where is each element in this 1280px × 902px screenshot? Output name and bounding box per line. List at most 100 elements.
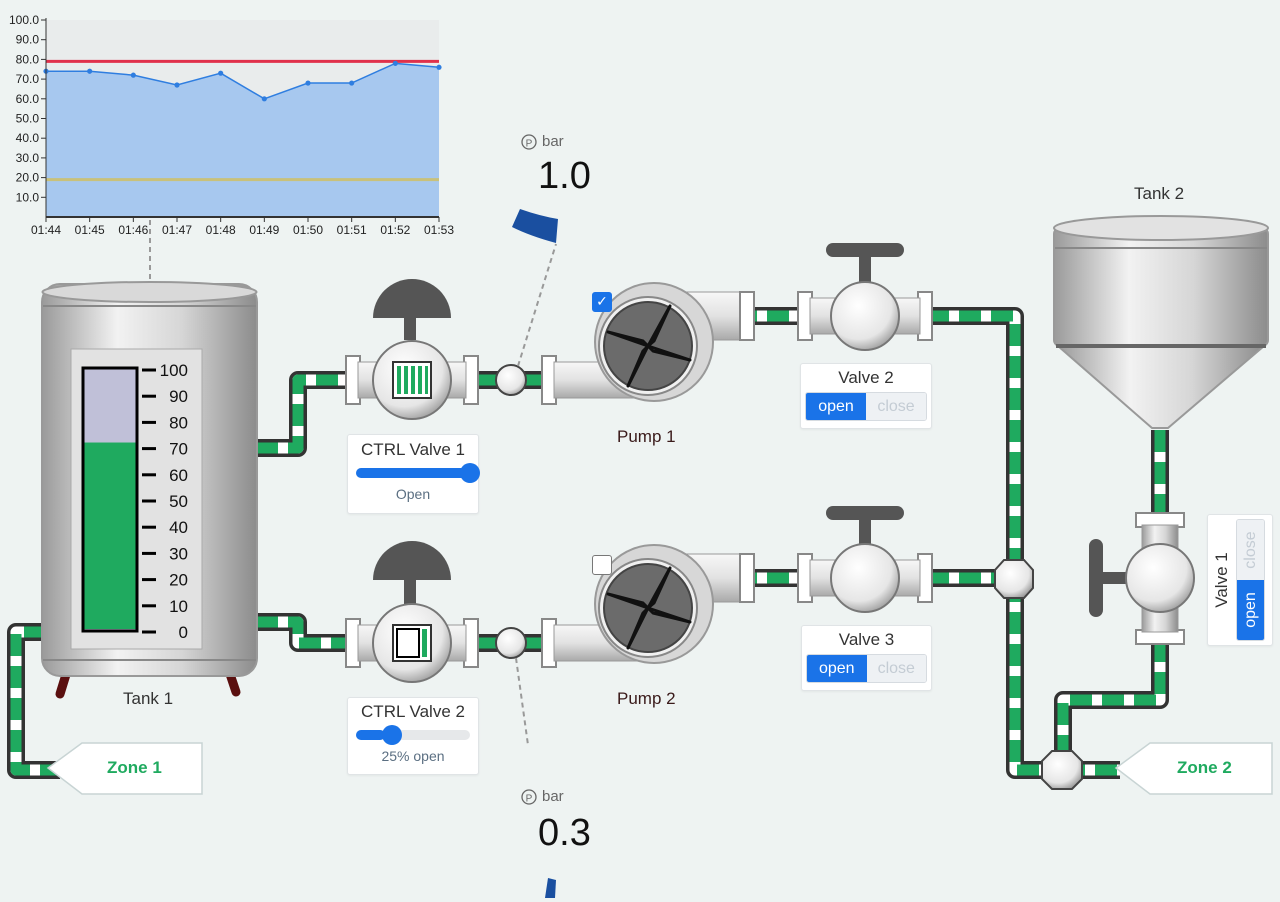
ctrl-valve-1-slider-knob[interactable] bbox=[460, 463, 480, 483]
pump-2[interactable] bbox=[553, 544, 743, 664]
gauge-1-arc bbox=[512, 209, 558, 243]
tank-1-scale-label: 30 bbox=[169, 544, 188, 563]
tank-1-scale-label: 50 bbox=[169, 492, 188, 511]
zone-2-label: Zone 2 bbox=[1177, 758, 1232, 777]
tank-1-scale-label: 100 bbox=[160, 361, 188, 380]
ctrl-valve-2-body[interactable] bbox=[345, 541, 479, 683]
tank-2-label: Tank 2 bbox=[1134, 184, 1185, 203]
chart-y-tick-label: 70.0 bbox=[16, 72, 40, 86]
ctrl-valve-1-status: Open bbox=[395, 486, 431, 502]
ctrl-valve-2-status: 25% open bbox=[381, 748, 445, 764]
chart-y-tick-label: 90.0 bbox=[16, 33, 40, 47]
pipe-junction-1 bbox=[994, 559, 1034, 599]
chart-point bbox=[349, 80, 355, 86]
pump-1-impeller-icon bbox=[606, 304, 692, 388]
valve-2-open-button[interactable]: open bbox=[806, 393, 866, 420]
pressure-sensor-2[interactable] bbox=[495, 627, 529, 746]
chart-point bbox=[87, 68, 93, 74]
chart-y-tick-label: 80.0 bbox=[16, 52, 40, 66]
tank-2[interactable] bbox=[1053, 215, 1269, 429]
tank-1-scale-label: 10 bbox=[169, 597, 188, 616]
ctrl-valve-2-slider[interactable] bbox=[356, 725, 470, 745]
valve-3-body[interactable] bbox=[797, 506, 933, 613]
valve-3-title: Valve 3 bbox=[838, 630, 895, 649]
chart-x-tick-label: 01:51 bbox=[337, 223, 367, 237]
ctrl-valve-2-card: CTRL Valve 2 25% open bbox=[347, 697, 479, 775]
valve-3-close-button[interactable]: close bbox=[866, 655, 926, 682]
chart-point bbox=[436, 64, 442, 70]
tank-1-label: Tank 1 bbox=[123, 689, 174, 708]
ctrl-valve-1-title: CTRL Valve 1 bbox=[361, 440, 465, 459]
valve-2-close-button[interactable]: close bbox=[866, 393, 926, 420]
pressure-sensor-1[interactable] bbox=[495, 243, 557, 396]
valve-3-card: Valve 3 open close bbox=[801, 625, 932, 691]
valve-2-title: Valve 2 bbox=[838, 368, 894, 387]
chart-point bbox=[261, 96, 267, 102]
ctrl-valve-1-card: CTRL Valve 1 Open bbox=[347, 434, 480, 514]
gauge-2-p-icon bbox=[521, 789, 537, 805]
chart-point bbox=[174, 82, 180, 88]
valve-1-toggle: open close bbox=[1236, 519, 1265, 641]
ctrl-valve-1-slider[interactable] bbox=[356, 463, 480, 483]
tank-1-scale-label: 40 bbox=[169, 518, 188, 537]
chart-point bbox=[392, 60, 398, 66]
tank-1-scale-label: 80 bbox=[169, 413, 188, 432]
pump-2-label: Pump 2 bbox=[617, 689, 676, 708]
ctrl-valve-2-slider-knob[interactable] bbox=[382, 725, 402, 745]
gauge-2-unit: bar bbox=[542, 788, 564, 805]
valve-1-open-button[interactable]: open bbox=[1237, 580, 1264, 640]
valve-1-card: Valve 1 open close bbox=[1207, 514, 1273, 646]
chart-series-line bbox=[46, 62, 440, 100]
valve-1-close-button[interactable]: close bbox=[1237, 520, 1264, 580]
chart-y-tick-label: 10.0 bbox=[16, 190, 40, 204]
pump-2-enable-checkbox[interactable] bbox=[592, 555, 612, 575]
gauge-2-arc bbox=[545, 878, 556, 898]
chart-y-tick-label: 30.0 bbox=[16, 151, 40, 165]
tank-1-scale-label: 90 bbox=[169, 387, 188, 406]
ctrl-valve-2-slider-fill bbox=[356, 730, 385, 740]
chart-x-tick-label: 01:50 bbox=[293, 223, 323, 237]
chart-x-tick-label: 01:45 bbox=[75, 223, 105, 237]
pump-1[interactable] bbox=[553, 282, 743, 402]
chart-y-tick-label: 40.0 bbox=[16, 131, 40, 145]
tank-1-scale-label: 20 bbox=[169, 571, 188, 590]
valve-1-body[interactable] bbox=[1089, 512, 1195, 645]
chart-y-tick-label: 20.0 bbox=[16, 171, 40, 185]
zone-1-tag[interactable] bbox=[46, 742, 203, 795]
gauge-1-p-icon bbox=[521, 134, 537, 150]
chart-x-tick-label: 01:47 bbox=[162, 223, 192, 237]
svg-text:P: P bbox=[526, 139, 533, 150]
chart-x-tick-label: 01:53 bbox=[424, 223, 454, 237]
chart-point bbox=[130, 72, 136, 78]
pump-1-label: Pump 1 bbox=[617, 427, 676, 446]
chart-x-tick-label: 01:49 bbox=[249, 223, 279, 237]
valve-3-toggle: open close bbox=[806, 654, 927, 683]
gauge-1-unit: bar bbox=[542, 133, 564, 150]
chart-x-tick-label: 01:48 bbox=[206, 223, 236, 237]
valve-3-open-button[interactable]: open bbox=[807, 655, 867, 682]
tank-1-scale-label: 60 bbox=[169, 466, 188, 485]
ctrl-valve-1-slider-fill bbox=[356, 468, 470, 478]
valve-2-body[interactable] bbox=[797, 243, 933, 351]
ctrl-valve-2-title: CTRL Valve 2 bbox=[361, 702, 465, 721]
ctrl-valve-1-body[interactable] bbox=[345, 279, 479, 420]
valve-2-toggle: open close bbox=[805, 392, 927, 421]
zone-2-tag[interactable] bbox=[1114, 742, 1273, 795]
chart-x-tick-label: 01:52 bbox=[380, 223, 410, 237]
tank-1-liquid bbox=[84, 442, 136, 629]
pipe-junction-2 bbox=[1041, 750, 1083, 790]
chart-point bbox=[218, 70, 224, 76]
valve-1-title: Valve 1 bbox=[1212, 552, 1231, 608]
gauge-2-value: 0.3 bbox=[538, 812, 591, 854]
pump-2-impeller-icon bbox=[606, 566, 692, 650]
chart-y-tick-label: 50.0 bbox=[16, 112, 40, 126]
chart-x-tick-label: 01:44 bbox=[31, 223, 61, 237]
trend-chart: 100.090.080.070.060.050.040.030.020.010.… bbox=[9, 13, 454, 237]
chart-point bbox=[305, 80, 311, 86]
zone-1-label: Zone 1 bbox=[107, 758, 162, 777]
chart-y-tick-label: 60.0 bbox=[16, 92, 40, 106]
gauge-1-value: 1.0 bbox=[538, 155, 591, 197]
svg-text:P: P bbox=[526, 794, 533, 805]
pump-1-enable-checkbox[interactable]: ✓ bbox=[592, 292, 612, 312]
